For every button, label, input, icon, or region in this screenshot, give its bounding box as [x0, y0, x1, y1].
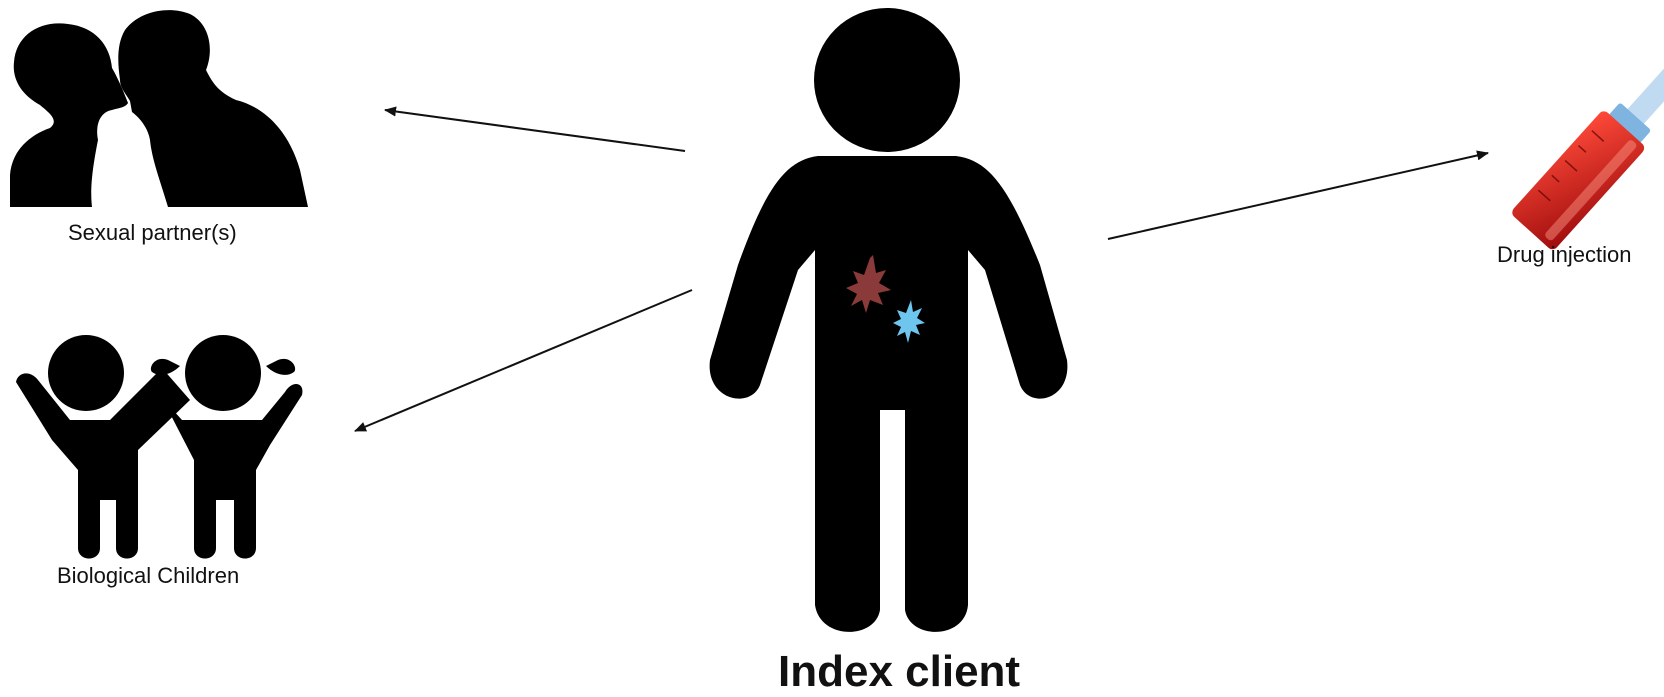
edge-arrow-to-drug-injection	[1107, 150, 1489, 240]
children-icon	[16, 335, 303, 559]
edge-arrow-to-biological-children	[354, 289, 693, 432]
index-client-person-icon	[709, 8, 1068, 632]
index-client-label: Index client	[778, 647, 1021, 696]
edge-arrow-to-sexual-partners	[384, 106, 686, 152]
biological-children-label: Biological Children	[57, 563, 240, 588]
drug-injection-label: Drug injection	[1497, 242, 1632, 267]
kissing-couple-icon	[10, 10, 308, 207]
syringe-icon	[1512, 28, 1664, 250]
sexual-partners-label: Sexual partner(s)	[68, 220, 237, 245]
infection-marker-red-icon	[846, 255, 891, 313]
infection-marker-blue-icon	[893, 300, 925, 343]
